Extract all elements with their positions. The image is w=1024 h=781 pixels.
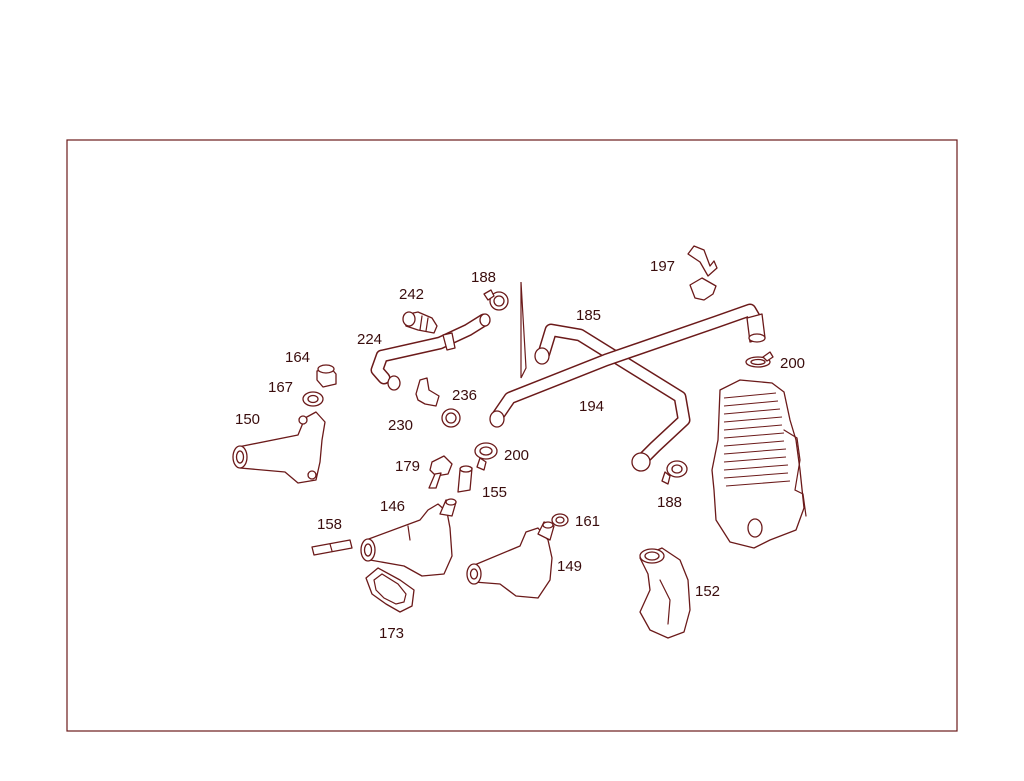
label-146: 146: [380, 498, 405, 515]
part-164-plug: [316, 364, 337, 388]
label-224: 224: [357, 331, 382, 348]
part-230-clip: [415, 377, 440, 407]
part-185-194-hoses: [489, 281, 766, 472]
label-236: 236: [452, 387, 477, 404]
part-152-elbow-hose: [639, 547, 691, 639]
part-167-washer: [302, 391, 324, 407]
diagram-frame: [66, 139, 958, 732]
part-158-pin: [311, 539, 353, 556]
part-161-o-ring: [551, 513, 569, 527]
label-167: 167: [268, 379, 293, 396]
label-173: 173: [379, 625, 404, 642]
part-188-clamp-lower: [661, 460, 688, 485]
label-242: 242: [399, 286, 424, 303]
label-188-upper: 188: [471, 269, 496, 286]
label-158: 158: [317, 516, 342, 533]
part-150-thermostat-housing: [232, 411, 326, 484]
label-150: 150: [235, 411, 260, 428]
label-230: 230: [388, 417, 413, 434]
part-200-clamp-upper: [745, 351, 774, 368]
label-185: 185: [576, 307, 601, 324]
part-197-bracket: [687, 245, 718, 301]
part-146-housing: [360, 498, 457, 577]
label-149: 149: [557, 558, 582, 575]
label-200-upper: 200: [780, 355, 805, 372]
label-200-lower: 200: [504, 447, 529, 464]
label-194: 194: [579, 398, 604, 415]
label-155: 155: [482, 484, 507, 501]
part-173-gasket: [365, 567, 415, 613]
part-radiator: [711, 379, 807, 549]
part-200-clamp-lower: [474, 442, 498, 471]
part-179-bolt: [428, 455, 453, 489]
part-242-fitting: [402, 311, 438, 334]
label-188-lower: 188: [657, 494, 682, 511]
part-224-hose: [370, 313, 491, 391]
label-161: 161: [575, 513, 600, 530]
label-164: 164: [285, 349, 310, 366]
label-197: 197: [650, 258, 675, 275]
label-179: 179: [395, 458, 420, 475]
label-152: 152: [695, 583, 720, 600]
part-188-clamp-upper: [483, 289, 509, 311]
part-155-sleeve: [457, 465, 473, 493]
part-149-housing: [466, 521, 555, 599]
part-236-seal-ring: [441, 408, 461, 428]
